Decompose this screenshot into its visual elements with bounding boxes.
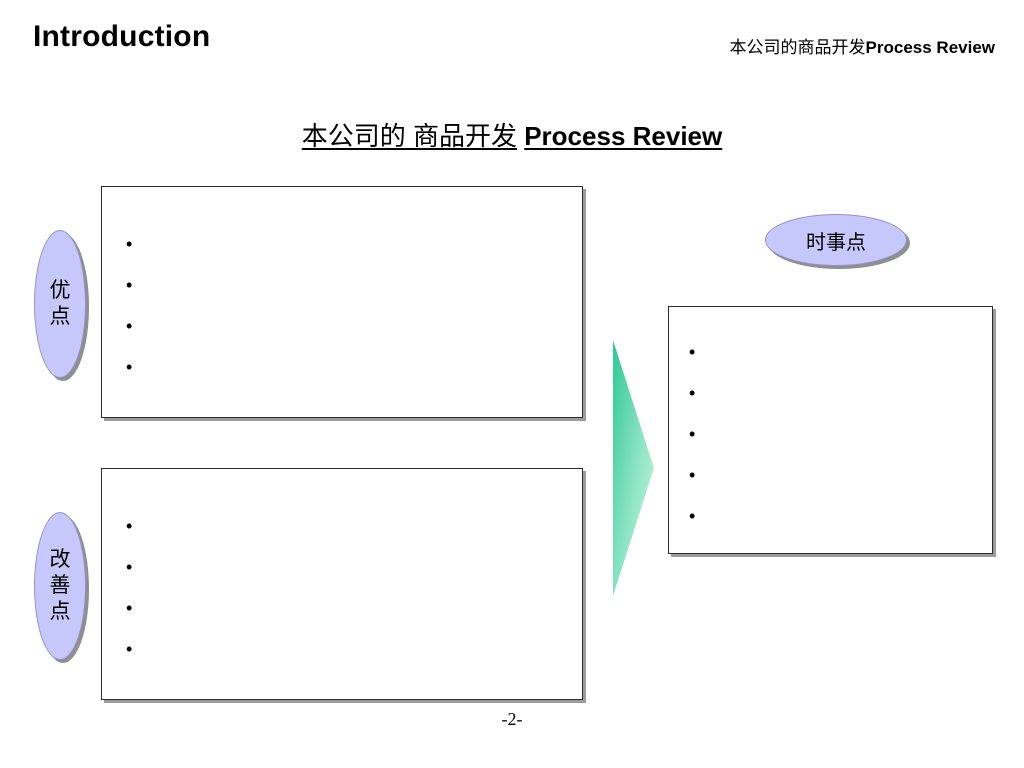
improvements-label: 改 善 点 bbox=[34, 512, 86, 660]
bullet-icon: • bbox=[126, 234, 133, 254]
bullet-icon: • bbox=[126, 275, 133, 295]
bullet-icon: • bbox=[689, 465, 696, 485]
implications-box: • • • • • bbox=[668, 306, 993, 554]
slide-section-title: Introduction bbox=[33, 20, 211, 53]
slide-header-subtitle: 本公司的商品开发Process Review bbox=[730, 33, 995, 58]
improvements-label-char-1: 改 bbox=[49, 548, 71, 571]
header-subtitle-cn: 本公司的商品开发 bbox=[729, 38, 866, 57]
main-title-cn: 本公司的 商品开发 bbox=[301, 121, 517, 151]
bullet-icon: • bbox=[126, 516, 133, 536]
page-number: -2- bbox=[501, 709, 523, 729]
bullet-icon: • bbox=[689, 342, 696, 362]
bullet-icon: • bbox=[126, 316, 133, 336]
bullet-icon: • bbox=[126, 557, 133, 577]
strengths-label-char-2: 点 bbox=[49, 305, 71, 328]
header-subtitle-en: Process Review bbox=[865, 38, 995, 57]
bullet-icon: • bbox=[689, 424, 696, 444]
improvements-box: • • • • bbox=[101, 468, 583, 700]
improvements-label-char-2: 善 bbox=[49, 574, 71, 597]
bullet-icon: • bbox=[689, 383, 696, 403]
bullet-icon: • bbox=[126, 598, 133, 618]
implications-label-text: 时事点 bbox=[806, 231, 866, 254]
strengths-label: 优 点 bbox=[34, 230, 86, 378]
bullet-icon: • bbox=[689, 506, 696, 526]
implications-label: 时事点 bbox=[765, 214, 907, 266]
strengths-label-char-1: 优 bbox=[49, 279, 71, 302]
improvements-label-char-3: 点 bbox=[49, 600, 71, 623]
strengths-box: • • • • bbox=[101, 186, 583, 418]
main-title-en: Process Review bbox=[524, 121, 723, 151]
bullet-icon: • bbox=[126, 639, 133, 659]
bullet-icon: • bbox=[126, 357, 133, 377]
right-arrow-icon bbox=[613, 340, 654, 596]
main-title: 本公司的 商品开发 Process Review bbox=[0, 116, 1024, 153]
